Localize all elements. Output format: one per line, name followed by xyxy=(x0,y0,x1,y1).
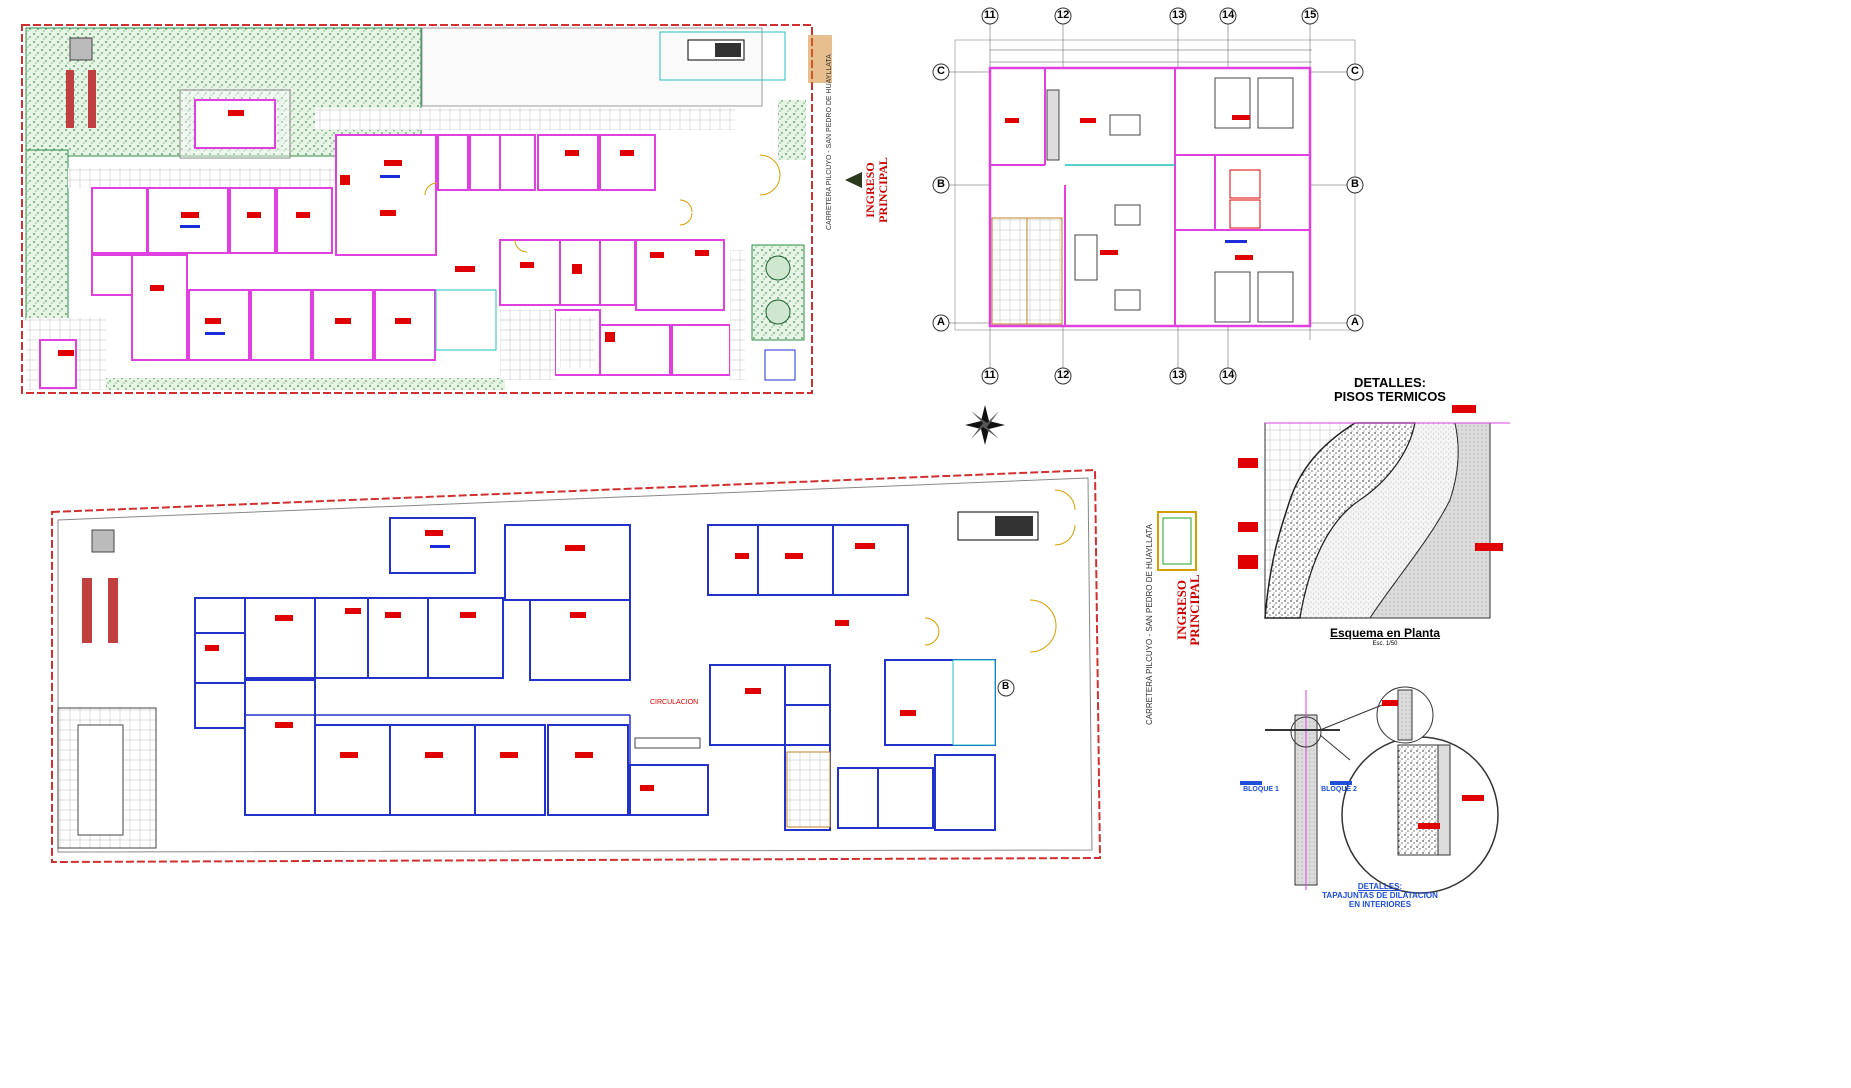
grid-left-a: A xyxy=(937,316,945,328)
thermal-floor-detail xyxy=(1238,405,1510,619)
garden-strip-bottom xyxy=(105,378,505,390)
grid-left-b: B xyxy=(937,178,945,190)
expansion-joint-detail xyxy=(1240,686,1499,894)
kitchen-counter xyxy=(1046,89,1060,161)
joint-title-line3: EN INTERIORES xyxy=(1348,900,1412,909)
rooms-top xyxy=(91,134,731,376)
grid-top-12: 12 xyxy=(1057,9,1070,21)
walkway xyxy=(68,168,338,188)
grid-bottom-12: 12 xyxy=(1057,369,1070,381)
room-tags-bottom xyxy=(205,530,1181,791)
top-road-label: CARRETERA PILCUYO - SAN PEDRO DE HUAYLLA… xyxy=(826,54,833,230)
dining-table xyxy=(1109,114,1141,136)
guard-booth xyxy=(1157,511,1197,571)
module-floor-plan xyxy=(932,7,1364,385)
top-floor-plan xyxy=(21,24,862,394)
joint-title-line1: DETALLES: xyxy=(1357,882,1403,891)
grid-top-14: 14 xyxy=(1222,9,1235,21)
grid-right-b: B xyxy=(1351,178,1359,190)
plaza xyxy=(69,37,93,61)
rooms-bottom xyxy=(194,517,996,831)
floors-title-line2: PISOS TERMICOS xyxy=(1334,389,1446,404)
joint-detail-title: DETALLES: TAPAJUNTAS DE DILATACION EN IN… xyxy=(1300,882,1460,909)
room-marker-circle xyxy=(997,679,1015,697)
bottom-entrance-label: INGRESO PRINCIPAL xyxy=(1174,574,1202,646)
block-1-label: BLOQUE 1 xyxy=(1243,786,1279,793)
stair-bottom xyxy=(786,751,831,828)
grid-bottom-13: 13 xyxy=(1172,369,1185,381)
room-tags-top xyxy=(58,110,709,356)
top-entrance-label: INGRESO PRINCIPAL xyxy=(863,157,890,223)
bottom-road-label: CARRETERA PILCUYO - SAN PEDRO DE HUAYLLA… xyxy=(1145,524,1154,725)
parking-outline xyxy=(659,31,786,81)
bed xyxy=(1214,77,1251,129)
door-swings xyxy=(424,154,781,253)
site-boundary xyxy=(21,24,813,394)
block-2-label: BLOQUE 2 xyxy=(1321,786,1357,793)
plaza-bottom xyxy=(91,529,115,553)
grid-left-c: C xyxy=(937,65,945,77)
grid-bubbles xyxy=(932,7,1364,385)
entrance-arrow xyxy=(845,172,862,188)
stair-entry xyxy=(808,35,832,83)
floors-detail-title: DETALLES: PISOS TERMICOS xyxy=(1320,376,1460,404)
circulation-label: CIRCULACION xyxy=(650,699,699,706)
grid-top-15: 15 xyxy=(1304,9,1317,21)
bench-vertical xyxy=(66,70,74,128)
grid-bottom-11: 11 xyxy=(984,369,996,381)
joint-title-line2: TAPAJUNTAS DE DILATACION xyxy=(1322,891,1438,900)
grid-right-a: A xyxy=(1351,316,1359,328)
garden-area-left xyxy=(25,149,69,321)
sofa xyxy=(1074,234,1098,281)
grid-bottom-14: 14 xyxy=(1222,369,1235,381)
grid-right-c: C xyxy=(1351,65,1359,77)
north-arrow-icon xyxy=(965,405,1005,445)
grid-top-13: 13 xyxy=(1172,9,1185,21)
bottom-floor-plan xyxy=(51,468,1197,864)
scheme-scale: Esc. 1/50 xyxy=(1372,641,1398,647)
scheme-title: Esquema en Planta xyxy=(1329,626,1441,640)
room-marker-letter: B xyxy=(1002,681,1010,692)
site-boundary-bottom xyxy=(51,468,1102,864)
floors-title-line1: DETALLES: xyxy=(1354,375,1426,390)
corridor-label-area xyxy=(188,265,498,287)
module-tags xyxy=(1005,115,1261,260)
tiled-patio xyxy=(500,310,555,380)
grid-top-11: 11 xyxy=(984,9,996,21)
door-swings-bottom xyxy=(924,489,1076,653)
